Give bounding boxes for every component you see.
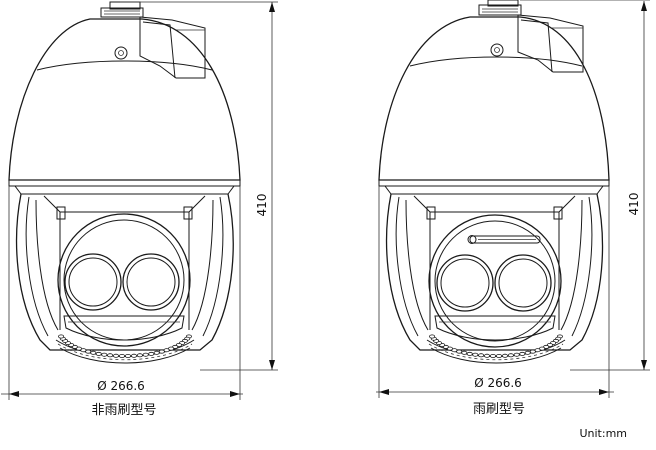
serration-tooth [101, 352, 108, 357]
left-lens-module [57, 213, 191, 347]
serration-tooth [148, 351, 155, 356]
serration-tooth [136, 353, 143, 358]
serration-tooth [501, 353, 508, 358]
left-camera-drawing: 410 Ø 266.6 非雨刷型号 [1, 1, 278, 418]
right-lens-module [428, 214, 562, 348]
right-camera-drawing: 410 Ø 266.6 雨刷型号 [376, 0, 650, 417]
serration-tooth [461, 350, 468, 355]
wiper-icon [467, 235, 541, 244]
serration-tooth [529, 349, 536, 354]
left-serrated-ring [55, 334, 195, 364]
right-width-value: Ø 266.6 [474, 376, 522, 390]
right-width-dimension: Ø 266.6 [376, 186, 614, 398]
left-height-dimension: 410 [120, 1, 278, 371]
left-height-value: 410 [255, 194, 269, 217]
serration-tooth [495, 353, 502, 358]
serration-tooth [429, 334, 436, 339]
right-lower-housing [385, 193, 604, 351]
serration-tooth [130, 353, 137, 358]
serration-tooth [153, 350, 160, 355]
serration-tooth [119, 353, 126, 358]
right-serrated-ring [426, 334, 566, 364]
serration-tooth [58, 334, 65, 339]
serration-tooth [90, 350, 97, 355]
serration-tooth [478, 353, 485, 358]
right-height-value: 410 [627, 193, 641, 216]
serration-tooth [95, 351, 102, 356]
left-caption: 非雨刷型号 [91, 403, 156, 418]
right-caption: 雨刷型号 [473, 402, 525, 417]
serration-tooth [142, 352, 149, 357]
left-dome-housing [8, 18, 241, 195]
serration-tooth [158, 349, 165, 354]
serration-tooth [524, 350, 531, 355]
serration-tooth [489, 353, 496, 358]
serration-tooth [519, 351, 526, 356]
serration-tooth [125, 353, 132, 358]
serration-tooth [466, 351, 473, 356]
serration-tooth [113, 353, 120, 358]
right-height-dimension: 410 [520, 0, 650, 371]
serration-tooth [483, 353, 490, 358]
left-top-mount [100, 1, 206, 79]
serration-tooth [107, 353, 114, 358]
right-dome-housing [378, 16, 610, 195]
left-width-dimension: Ø 266.6 [1, 186, 243, 400]
unit-label: Unit:mm [579, 427, 627, 440]
left-width-value: Ø 266.6 [97, 379, 145, 393]
serration-tooth [472, 352, 479, 357]
serration-tooth [507, 353, 514, 358]
serration-tooth [513, 352, 520, 357]
right-top-mount [478, 0, 584, 73]
